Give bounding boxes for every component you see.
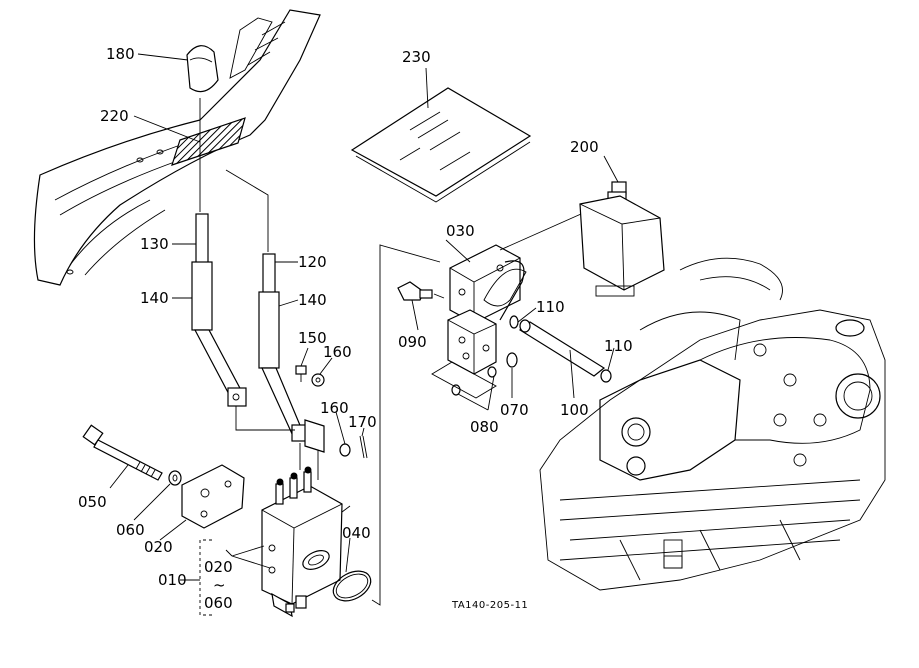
figure-code: TA140-205-11 xyxy=(451,600,528,611)
label-030: 030 xyxy=(446,222,475,240)
label-140-left: 140 xyxy=(140,289,169,307)
label-070: 070 xyxy=(500,401,529,419)
label-010: 010 xyxy=(158,571,187,589)
label-150: 150 xyxy=(298,329,327,347)
pipe-100 xyxy=(518,319,606,377)
guide-plate-220 xyxy=(171,117,246,166)
seal-080-a xyxy=(451,384,461,396)
washer-160-lower xyxy=(339,443,351,457)
cotter-pin-170 xyxy=(359,435,368,459)
pin-150 xyxy=(295,365,307,382)
label-100: 100 xyxy=(560,401,589,419)
label-200: 200 xyxy=(570,138,599,156)
control-valve-010 xyxy=(261,466,343,618)
o-ring-110-a xyxy=(509,315,519,329)
washer-160-upper xyxy=(311,373,325,387)
label-230: 230 xyxy=(402,48,431,66)
operator-manual-230 xyxy=(350,87,532,203)
fitting-090 xyxy=(397,281,445,301)
label-020: 020 xyxy=(144,538,173,556)
label-040: 040 xyxy=(342,524,371,542)
control-lever-120 xyxy=(258,253,311,442)
label-110-lower: 110 xyxy=(604,337,633,355)
label-060: 060 xyxy=(116,521,145,539)
leader-line xyxy=(341,505,351,513)
o-ring-070 xyxy=(506,352,518,368)
group-bracket-010 xyxy=(199,539,212,616)
valve-block xyxy=(447,309,497,375)
bolt-050 xyxy=(82,424,163,481)
label-160-upper: 160 xyxy=(323,343,352,361)
o-ring-110-b xyxy=(600,369,612,383)
label-130: 130 xyxy=(140,235,169,253)
o-ring-040 xyxy=(332,570,372,602)
manifold-block-030 xyxy=(449,244,527,324)
label-020-range: 020 xyxy=(204,558,233,576)
leader-line xyxy=(225,169,269,252)
control-lever-130 xyxy=(191,213,247,407)
link-plate xyxy=(304,419,325,453)
label-060-range: 060 xyxy=(204,594,233,612)
label-050: 050 xyxy=(78,493,107,511)
plate-020 xyxy=(181,464,245,529)
leader-line xyxy=(235,406,295,431)
label-170: 170 xyxy=(348,413,377,431)
label-080: 080 xyxy=(470,418,499,436)
washer-060 xyxy=(168,470,182,486)
leader-line xyxy=(371,244,441,606)
label-140-right: 140 xyxy=(298,291,327,309)
leader-line xyxy=(431,361,497,399)
label-range-tilde: ~ xyxy=(213,576,226,594)
label-110-upper: 110 xyxy=(536,298,565,316)
label-160-lower: 160 xyxy=(320,399,349,417)
lever-guide-quadrant xyxy=(33,9,321,286)
leader-line xyxy=(499,209,591,251)
lever-knob-180 xyxy=(186,45,219,178)
seal-080-b xyxy=(487,366,497,378)
label-180: 180 xyxy=(106,45,135,63)
label-220: 220 xyxy=(100,107,129,125)
label-120: 120 xyxy=(298,253,327,271)
transmission-housing xyxy=(539,257,886,591)
hydraulic-block-200 xyxy=(579,181,665,297)
leader-lines xyxy=(109,53,619,581)
label-090: 090 xyxy=(398,333,427,351)
